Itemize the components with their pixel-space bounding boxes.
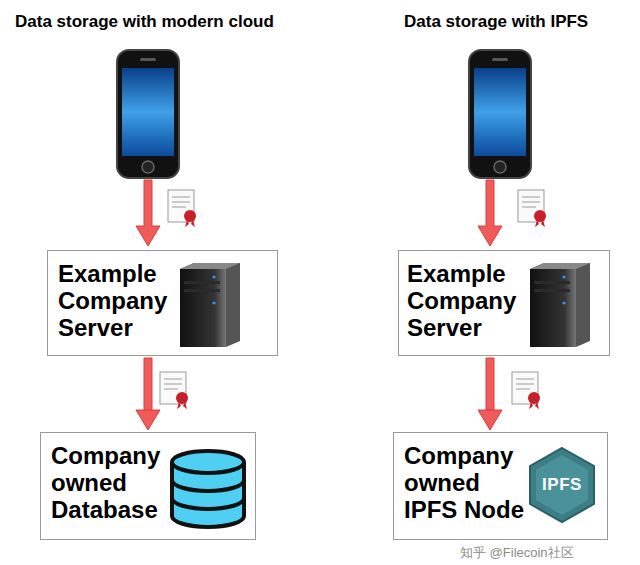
document-icon: [160, 190, 546, 409]
flow-arrow: [478, 358, 502, 430]
process-box: Company owned Database: [40, 432, 256, 540]
server-icon: [180, 263, 590, 347]
logo-text: IPFS: [542, 475, 582, 495]
column-title: Data storage with modern cloud: [15, 12, 274, 32]
box-label: Example Company Server: [407, 261, 531, 342]
ipfs-logo: [530, 448, 594, 522]
smartphone-icon: [117, 50, 179, 178]
database-icon: [172, 451, 244, 527]
flow-arrow: [136, 180, 502, 246]
flow-arrow: [136, 358, 160, 430]
process-box: Example Company Server: [398, 250, 610, 356]
smartphone-icon: [469, 50, 531, 178]
watermark: 知乎 @Filecoin社区: [458, 544, 576, 562]
column-title: Data storage with IPFS: [404, 12, 588, 32]
box-label: Company owned Database: [51, 443, 175, 524]
box-label: Company owned IPFS Node: [404, 443, 528, 524]
process-box: Example Company Server: [47, 250, 278, 356]
box-label: Example Company Server: [58, 261, 182, 342]
